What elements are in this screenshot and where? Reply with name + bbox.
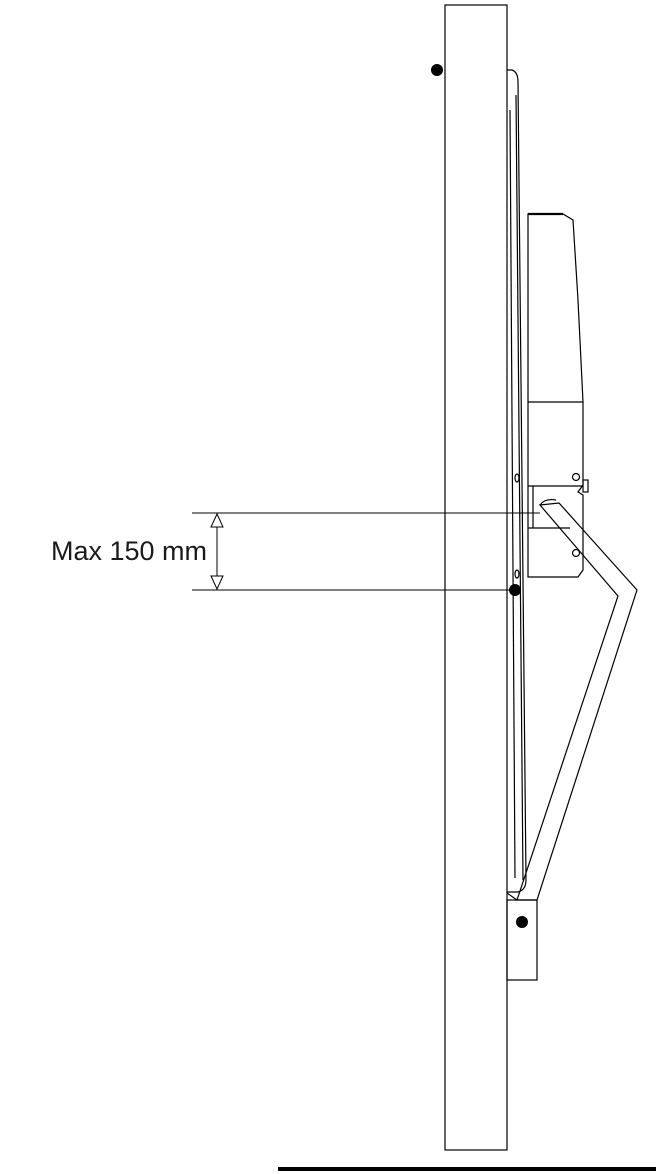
dimension-arrow-down: [210, 575, 224, 591]
dimension-label: Max 150 mm: [51, 536, 207, 566]
wall: [444, 4, 508, 1151]
dimension-arrow-up: [210, 512, 224, 528]
dimension-marker: [192, 512, 540, 591]
support-arm: [516, 498, 638, 901]
mounting-holes: [514, 473, 520, 579]
top-fixing-point: [431, 64, 443, 76]
bottom-fixing-point: [516, 916, 528, 928]
display-panel: [507, 69, 527, 893]
bottom-bracket: [506, 892, 538, 981]
rear-housing: [527, 212, 589, 578]
